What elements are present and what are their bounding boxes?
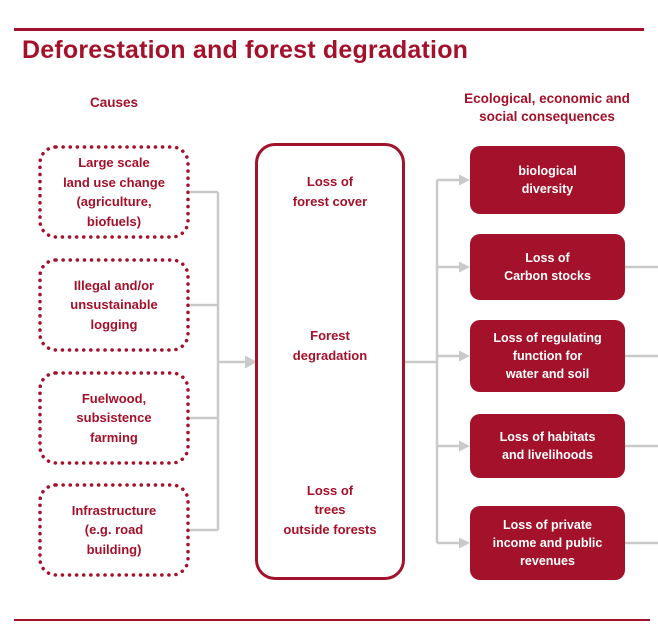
cause-label: Fuelwood, subsistence farming [76,390,152,445]
arrowhead-icon [245,355,257,369]
top-rule [14,28,644,31]
consequence-box-income-revenues: Loss of private income and public revenu… [470,506,625,580]
arrowhead-icon [459,350,470,362]
consequence-box-regulating-function: Loss of regulating function for water an… [470,320,625,392]
consequence-box-biological-diversity: biological diversity [470,146,625,214]
consequences-column-header: Ecological, economic and social conseque… [464,91,630,125]
arrowhead-icon [459,261,470,273]
consequence-label: biological diversity [518,163,577,196]
dotted-border [38,371,190,465]
cause-label: Illegal and/or unsustainable logging [70,277,158,332]
causes-column-header: Causes [89,95,139,110]
arrowhead-icon [459,440,470,452]
consequence-box-habitats-livelihoods: Loss of habitats and livelihoods [470,414,625,478]
right-edge-stub-lines [625,265,658,545]
cause-box-illegal-logging: Illegal and/or unsustainable logging [38,258,190,352]
consequence-label: Loss of regulating function for water an… [493,330,602,382]
cause-box-fuelwood-farming: Fuelwood, subsistence farming [38,371,190,465]
bottom-rule [14,619,650,621]
consequence-label: Loss of private income and public revenu… [492,517,603,569]
arrowhead-icon [459,537,470,549]
consequence-connector-lines [437,178,460,545]
cause-label: Infrastructure (e.g. road building) [71,502,157,557]
consequence-label: Loss of Carbon stocks [504,250,591,283]
process-box: Loss of forest cover Forest degradation … [255,143,405,580]
cause-box-infrastructure: Infrastructure (e.g. road building) [38,483,190,577]
consequence-box-carbon-stocks: Loss of Carbon stocks [470,234,625,300]
page-title: Deforestation and forest degradation [22,36,469,64]
cause-box-land-use-change: Large scale land use change (agriculture… [38,145,190,239]
process-stage-forest-cover-loss: Loss of forest cover [292,174,368,209]
dotted-border [38,258,190,352]
dotted-border [38,483,190,577]
cause-connector-lines [190,190,218,532]
process-stage-trees-outside-forests: Loss of trees outside forests [283,482,377,537]
cause-label: Large scale land use change (agriculture… [63,155,165,229]
dotted-border [38,145,190,239]
consequence-label: Loss of habitats and livelihoods [499,429,596,462]
process-stage-forest-degradation: Forest degradation [292,328,368,363]
arrowhead-icon [459,174,470,186]
